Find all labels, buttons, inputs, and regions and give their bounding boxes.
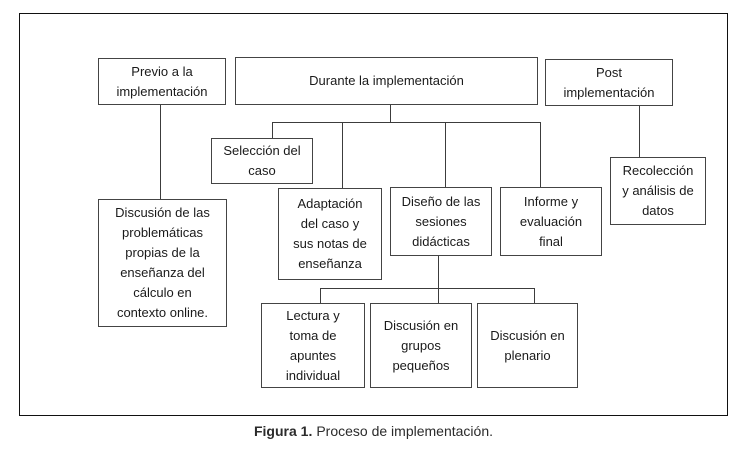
connector-bus-diseno bbox=[445, 122, 446, 188]
node-label: Post implementación bbox=[563, 64, 655, 100]
connector-durante-stem bbox=[390, 105, 391, 123]
connector-durante-bus bbox=[272, 122, 541, 123]
node-diseno-sesiones: Diseño de las sesiones didácticas bbox=[390, 187, 492, 256]
node-previo-implementacion: Previo a la implementación bbox=[98, 58, 226, 105]
node-adaptacion-del-caso: Adaptación del caso y sus notas de enseñ… bbox=[278, 188, 382, 280]
node-label: Previo a la implementación bbox=[116, 63, 208, 99]
connector-bus-adaptacion bbox=[342, 122, 343, 189]
node-label: Diseño de las sesiones didácticas bbox=[401, 193, 481, 249]
node-label: Discusión en plenario bbox=[490, 327, 565, 363]
node-label: Discusión de las problemáticas propias d… bbox=[115, 205, 210, 320]
node-discusion-plenario: Discusión en plenario bbox=[477, 303, 578, 388]
node-label: Discusión en grupos pequeños bbox=[383, 317, 459, 373]
node-label: Adaptación del caso y sus notas de enseñ… bbox=[293, 196, 367, 271]
node-label: Durante la implementación bbox=[309, 73, 464, 88]
node-label: Lectura y toma de apuntes individual bbox=[285, 307, 341, 383]
node-lectura-apuntes: Lectura y toma de apuntes individual bbox=[261, 303, 365, 388]
node-informe-evaluacion: Informe y evaluación final bbox=[500, 187, 602, 256]
connector-previo-discusion bbox=[160, 105, 161, 199]
node-label: Informe y evaluación final bbox=[519, 193, 583, 249]
node-durante-implementacion: Durante la implementación bbox=[235, 57, 538, 105]
node-label: Recolección y análisis de datos bbox=[622, 163, 694, 218]
connector-bus-plenario bbox=[534, 288, 535, 304]
caption-label: Figura 1. bbox=[253, 423, 313, 439]
node-discusion-problematicas: Discusión de las problemáticas propias d… bbox=[98, 199, 227, 327]
connector-post-recoleccion bbox=[639, 106, 640, 158]
figure-caption: Figura 1.Proceso de implementación. bbox=[0, 423, 747, 439]
connector-bus-lectura bbox=[320, 288, 321, 304]
connector-diseno-bus bbox=[320, 288, 535, 289]
connector-bus-grupos bbox=[438, 288, 439, 304]
connector-bus-informe bbox=[540, 122, 541, 188]
node-post-implementacion: Post implementación bbox=[545, 59, 673, 106]
caption-text: Proceso de implementación. bbox=[316, 423, 493, 439]
connector-bus-seleccion bbox=[272, 122, 273, 139]
node-seleccion-del-caso: Selección del caso bbox=[211, 138, 313, 184]
connector-diseno-stem bbox=[438, 256, 439, 289]
node-label: Selección del caso bbox=[223, 143, 301, 178]
node-recoleccion-analisis: Recolección y análisis de datos bbox=[610, 157, 706, 225]
node-discusion-grupos: Discusión en grupos pequeños bbox=[370, 303, 472, 388]
